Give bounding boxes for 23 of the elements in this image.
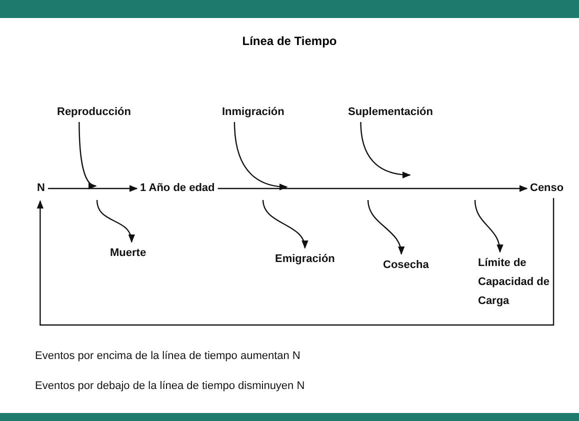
curved-arrow [234, 122, 288, 190]
diagram-title: Línea de Tiempo [242, 34, 337, 48]
note-text: Eventos por debajo de la línea de tiempo disminuyen N [35, 380, 305, 392]
curved-arrow [78, 122, 97, 188]
note-text: Eventos por encima de la línea de tiempo aumentan N [35, 350, 300, 362]
stage-label: 1 Año de edad [140, 179, 215, 198]
event-label: Muerte [110, 244, 146, 263]
curved-arrow [360, 122, 411, 178]
event-label: Inmigración [222, 103, 284, 122]
timeline-arrow [218, 185, 528, 192]
event-label: Reproducción [57, 103, 131, 122]
curved-arrow [474, 200, 503, 253]
curved-arrow [262, 200, 308, 249]
event-label: Emigración [275, 250, 335, 269]
curved-arrow [367, 200, 404, 255]
population-label: N [37, 179, 45, 198]
event-label: Límite de Capacidad de Carga [478, 254, 566, 311]
curved-arrow [96, 200, 134, 243]
event-label: Cosecha [383, 256, 429, 275]
census-label: Censo [530, 179, 564, 198]
timeline-arrow [48, 185, 138, 192]
feedback-arrow [36, 198, 554, 326]
event-label: Suplementación [348, 103, 433, 122]
